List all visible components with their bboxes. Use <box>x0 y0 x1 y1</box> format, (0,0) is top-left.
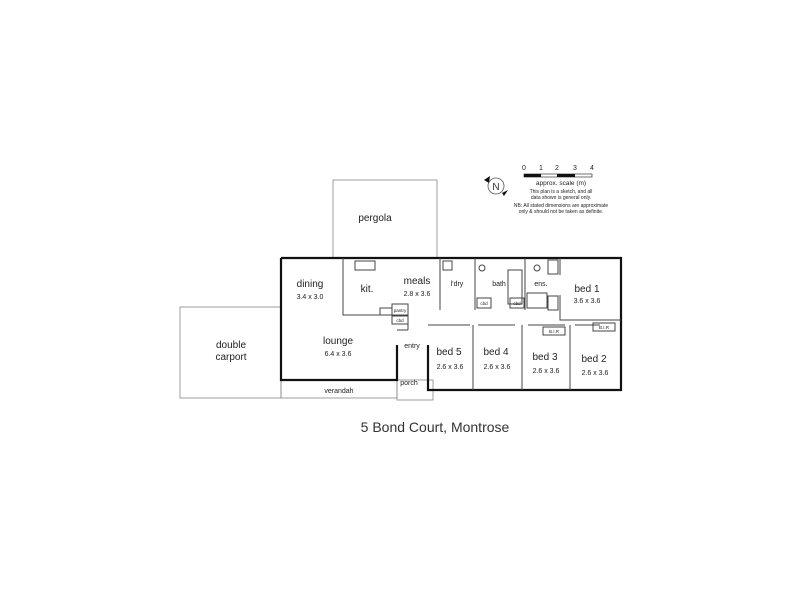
dim-bed2: 2.6 x 3.6 <box>582 370 609 377</box>
label-dining: dining <box>297 279 324 290</box>
label-bed5: bed 5 <box>436 347 461 358</box>
label-porch: porch <box>400 380 418 387</box>
label-cupboard-entry: cbd <box>396 318 404 323</box>
label-verandah: verandah <box>324 388 353 395</box>
label-bath: bath <box>492 281 506 288</box>
label-ensuite: ens. <box>534 281 547 288</box>
dim-bed5: 2.6 x 3.6 <box>437 364 464 371</box>
label-lounge: lounge <box>323 336 353 347</box>
dim-meals: 2.8 x 3.6 <box>404 291 431 298</box>
scale-tick: 1 <box>539 165 543 172</box>
dim-bed4: 2.6 x 3.6 <box>484 364 511 371</box>
label-bed1: bed 1 <box>574 284 599 295</box>
scale-note: NB: All stated dimensions are approximat… <box>514 203 608 209</box>
label-laundry: l'dry <box>451 281 464 288</box>
scale-tick: 2 <box>555 165 559 172</box>
north-label: N <box>492 182 499 193</box>
label-bed2: bed 2 <box>581 354 606 365</box>
label-robe-bed2: B.I.R <box>599 325 610 330</box>
scale-tick: 0 <box>522 165 526 172</box>
label-kitchen: kit. <box>361 284 374 295</box>
external-walls <box>279 256 623 392</box>
scale-note: data shown is general only. <box>531 195 591 201</box>
scale-tick: 4 <box>590 165 594 172</box>
label-cupboard-laundry: cbd <box>480 301 488 306</box>
dim-dining: 3.4 x 3.0 <box>297 294 324 301</box>
scale-tick: 3 <box>573 165 577 172</box>
dim-bed3: 2.6 x 3.6 <box>533 368 560 375</box>
label-bed3: bed 3 <box>532 352 557 363</box>
label-pantry: pantry <box>394 308 407 313</box>
north-arrow-icon: N <box>484 176 508 196</box>
scale-note: only & should not be taken as definite. <box>519 209 604 215</box>
label-pergola: pergola <box>358 213 392 224</box>
dim-lounge: 6.4 x 3.6 <box>325 351 352 358</box>
label-cupboard-bath: cbd <box>513 301 521 306</box>
label-robe-bed3: B.I.R <box>549 329 560 334</box>
scale-bar: 0 1 2 3 4 approx. scale (m) This plan is… <box>514 165 608 215</box>
scale-note: This plan is a sketch, and all <box>530 189 593 195</box>
label-bed4: bed 4 <box>483 347 508 358</box>
scale-label: approx. scale (m) <box>536 180 586 187</box>
fixtures <box>354 259 616 336</box>
label-entry: entry <box>404 343 420 350</box>
dim-bed1: 3.6 x 3.6 <box>574 298 601 305</box>
label-carport-1: double <box>216 340 246 351</box>
internal-walls <box>342 258 621 390</box>
label-meals: meals <box>404 276 431 287</box>
plan-title: 5 Bond Court, Montrose <box>361 419 510 435</box>
label-carport-2: carport <box>215 352 246 363</box>
